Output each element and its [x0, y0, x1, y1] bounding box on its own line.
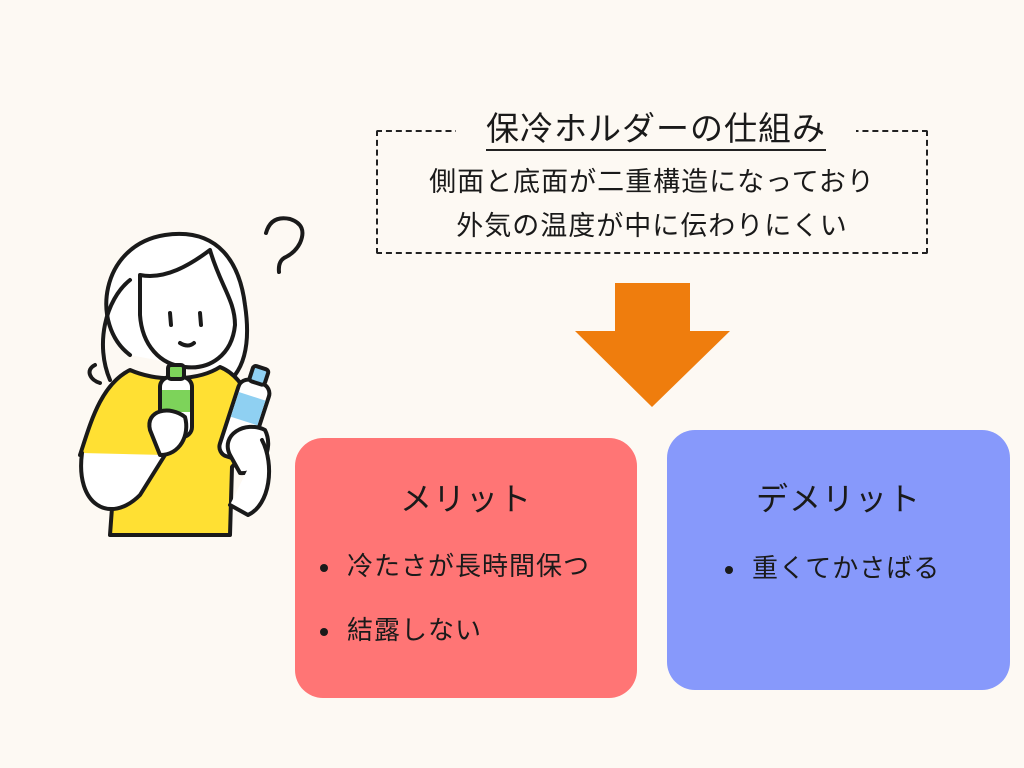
- demerit-card: デメリット 重くてかさばる: [667, 430, 1010, 690]
- merit-list: 冷たさが長時間保つ 結露しない: [317, 552, 590, 646]
- question-mark-icon: [264, 216, 305, 274]
- girl-holding-bottles-icon: [78, 216, 305, 537]
- demerit-title: デメリット: [755, 480, 921, 518]
- arrow-down-icon: [575, 283, 730, 407]
- merit-title: メリット: [399, 480, 532, 518]
- merit-item: 結露しない: [317, 616, 590, 646]
- mechanism-line-1: 側面と底面が二重構造になっており: [429, 167, 875, 198]
- merit-card: メリット 冷たさが長時間保つ 結露しない: [295, 438, 637, 698]
- demerit-list: 重くてかさばる: [722, 554, 940, 584]
- mechanism-line-2: 外気の温度が中に伝わりにくい: [456, 211, 848, 242]
- demerit-item: 重くてかさばる: [722, 554, 940, 584]
- merit-item: 冷たさが長時間保つ: [317, 552, 590, 582]
- mechanism-title: 保冷ホルダーの仕組み: [456, 103, 856, 155]
- mechanism-title-text: 保冷ホルダーの仕組み: [486, 109, 826, 151]
